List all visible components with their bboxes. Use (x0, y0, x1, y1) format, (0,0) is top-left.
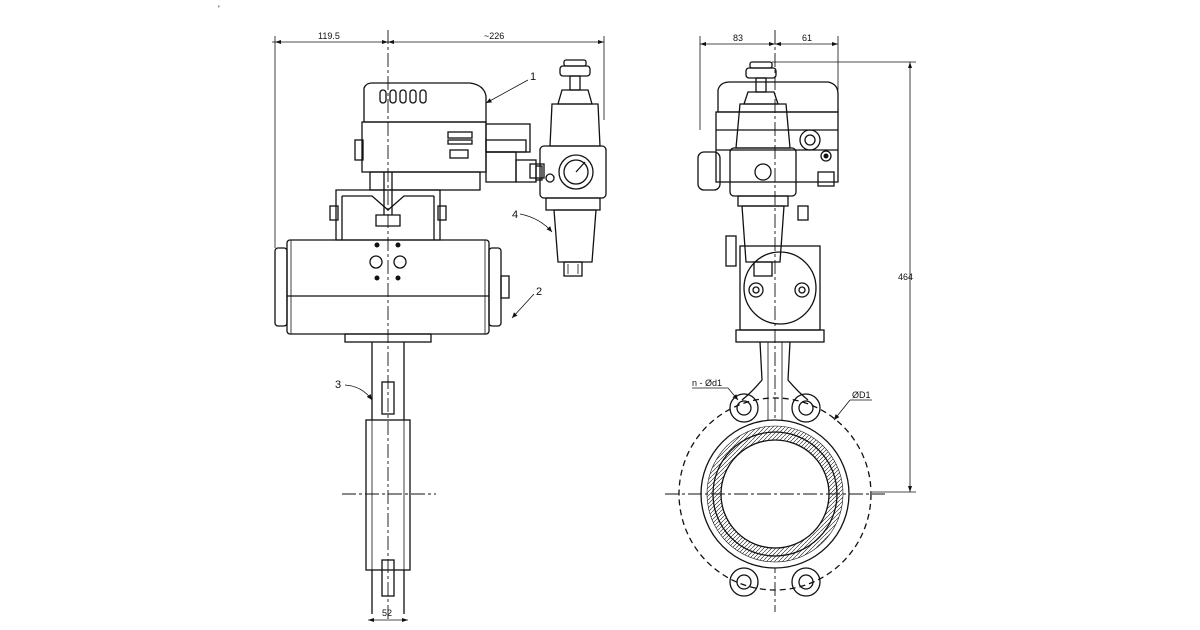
callout-1: 1 (530, 71, 536, 83)
callout-2: 2 (536, 286, 542, 298)
valve-body-side (665, 393, 885, 597)
side-height-dimension: 464 (772, 61, 916, 493)
valve-neck-side (741, 341, 809, 420)
side-annotations: n - Ød1 ØD1 (692, 378, 872, 421)
dim-61: 61 (802, 33, 812, 43)
front-bottom-dimension: 52 (368, 608, 408, 622)
bracket (329, 172, 447, 241)
side-view: 83 61 464 (665, 30, 916, 612)
side-top-dimensions: 83 61 (699, 33, 839, 130)
corner-mark: ' (218, 4, 220, 14)
callout-3: 3 (335, 379, 341, 391)
callout-4: 4 (512, 209, 518, 221)
dim-464: 464 (898, 272, 913, 282)
bolt-hole-label: n - Ød1 (692, 378, 722, 388)
flange-diameter-label: ØD1 (852, 390, 871, 400)
filter-regulator (535, 59, 607, 277)
regulator-side (729, 61, 797, 277)
pneumatic-actuator (274, 239, 510, 343)
front-view: 119.5 ~226 (272, 30, 607, 622)
valve-neck (371, 342, 405, 420)
dim-119-5: 119.5 (318, 31, 340, 41)
dim-83: 83 (733, 33, 743, 43)
dim-52: 52 (382, 608, 392, 618)
valve-body-front (342, 419, 436, 614)
actuator-side (725, 235, 825, 343)
dim-226: ~226 (484, 31, 504, 41)
positioner-side (697, 81, 839, 221)
front-callouts: 1 2 3 4 (335, 71, 553, 401)
positioner (354, 82, 545, 191)
front-top-dimensions: 119.5 ~226 (272, 31, 605, 248)
